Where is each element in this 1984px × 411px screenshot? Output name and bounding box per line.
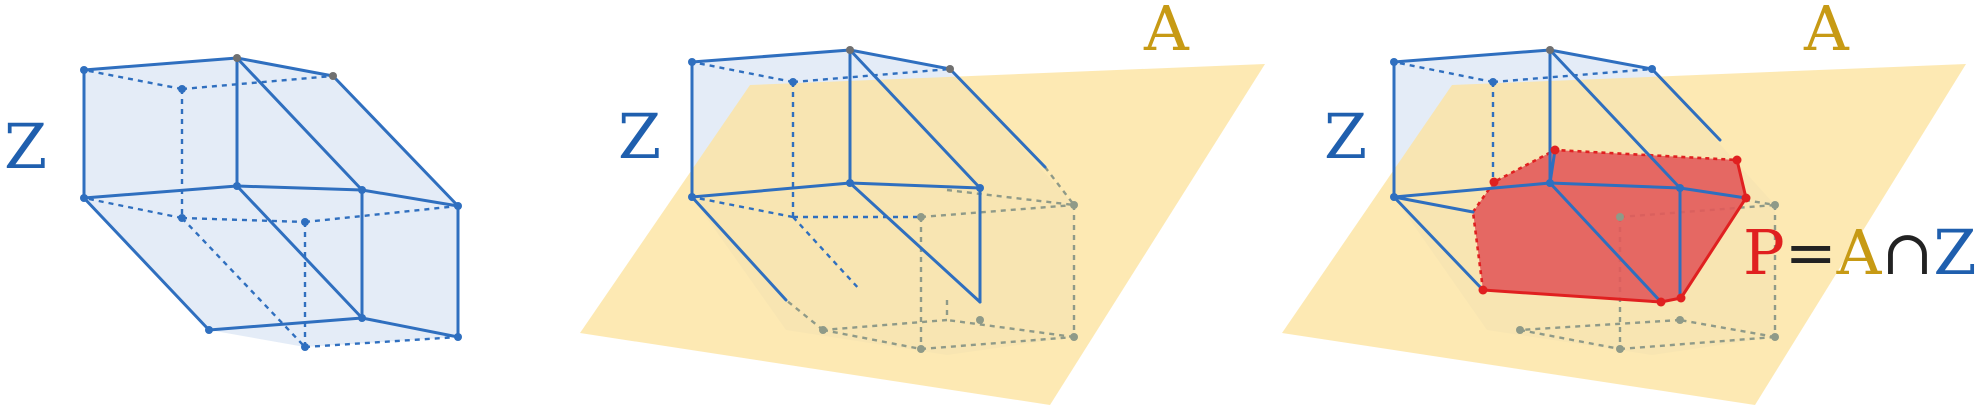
- panel-zonotope-with-plane: Z A: [580, 0, 1265, 405]
- visible-edges: [1392, 48, 1748, 304]
- vertices: [80, 54, 462, 351]
- vertices: [688, 46, 1078, 353]
- formula-z: Z: [1933, 216, 1976, 289]
- panel-zonotope: Z: [4, 54, 462, 351]
- hidden-edges: [83, 68, 459, 349]
- intersection-formula: P=A∩Z: [1743, 216, 1977, 289]
- plane-label: A: [1143, 0, 1190, 65]
- zonotope-label: Z: [1324, 100, 1367, 173]
- zonotope-label: Z: [4, 110, 47, 183]
- formula-a: A: [1836, 216, 1883, 289]
- hidden-edges: [691, 60, 951, 291]
- zonotope-body: [84, 58, 458, 347]
- hidden-edges-below-plane: [785, 166, 1076, 351]
- hidden-edges: [1393, 60, 1653, 180]
- zonotope-label: Z: [618, 100, 661, 173]
- visible-edges: [82, 56, 460, 339]
- formula-equals: =: [1785, 216, 1837, 289]
- formula-intersection: ∩: [1881, 216, 1933, 289]
- formula-p: P: [1743, 216, 1785, 289]
- vertices: [1390, 46, 1779, 353]
- intersection-hidden-edges: [1471, 148, 1738, 291]
- panel-intersection: Z A P=A∩Z: [1282, 0, 1977, 405]
- affine-plane: [580, 64, 1265, 405]
- plane-label: A: [1803, 0, 1850, 65]
- visible-edges: [690, 48, 1047, 304]
